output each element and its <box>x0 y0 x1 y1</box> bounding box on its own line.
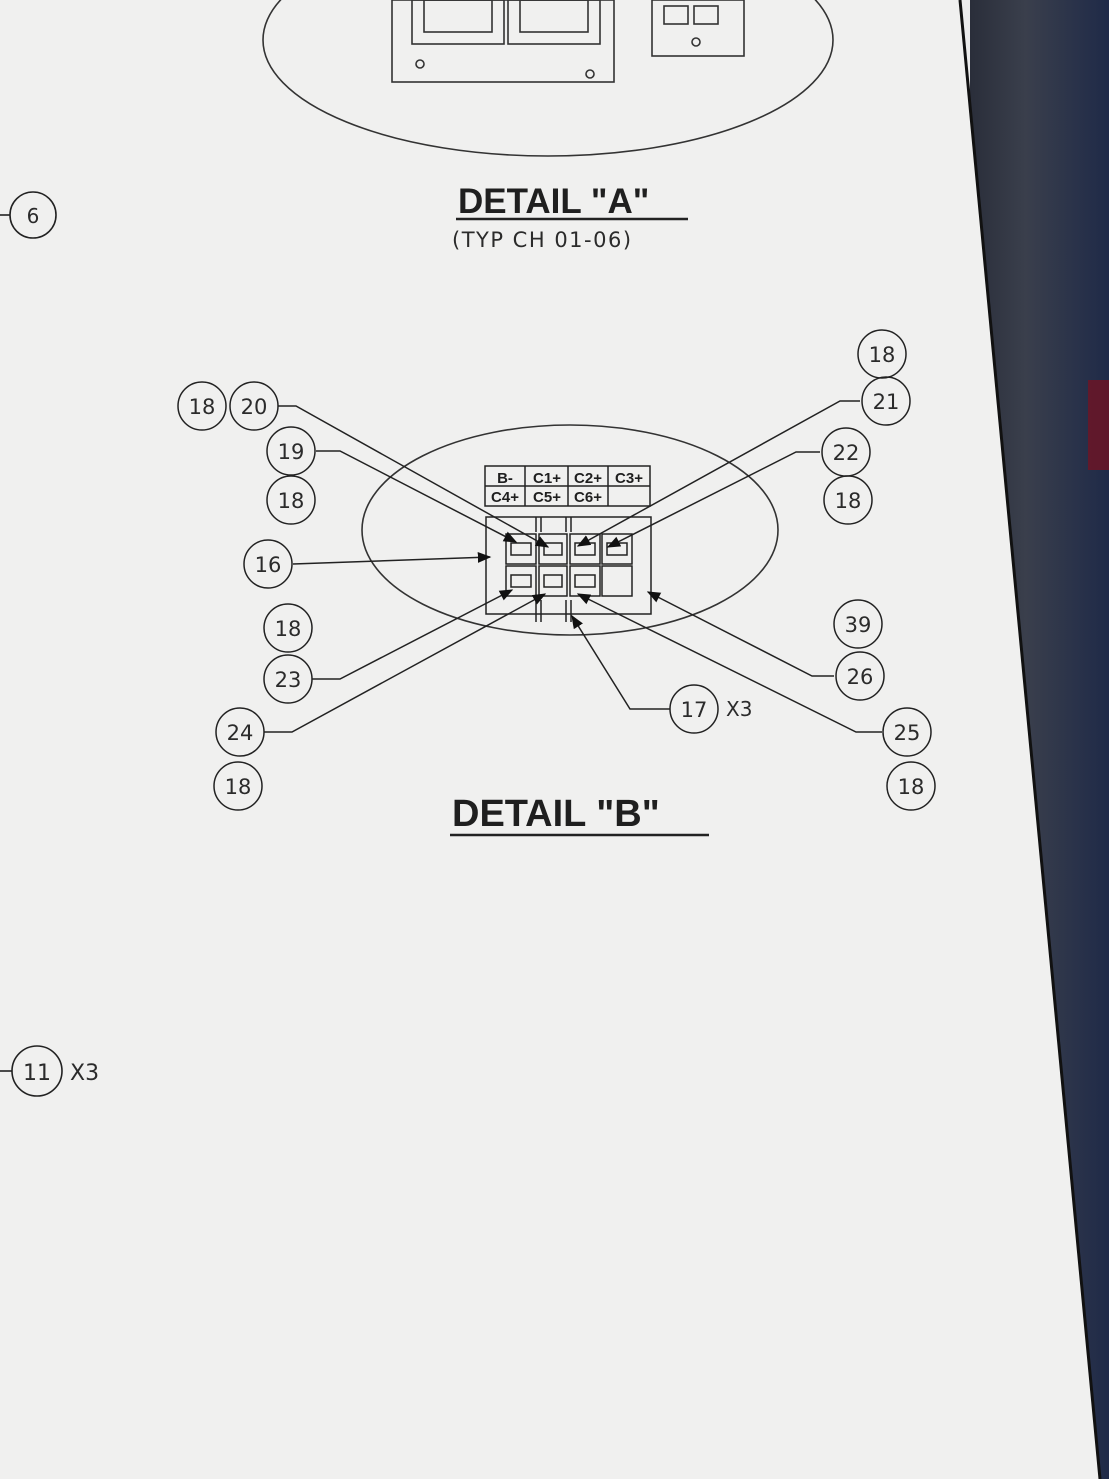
detail-b-balloon-labels: 18 20 19 18 16 18 23 24 18 18 21 22 18 3… <box>189 343 925 799</box>
detail-b-title: DETAIL "B" <box>452 793 660 835</box>
detail-a-block-right <box>651 0 745 57</box>
balloon-17-label: 17 <box>681 698 708 722</box>
balloon-16-label: 16 <box>255 553 282 577</box>
detail-a-socket-1 <box>411 0 505 45</box>
detail-a-hole-2 <box>585 69 595 79</box>
detail-a-small-socket-1 <box>663 5 689 25</box>
detail-b-label-grid <box>484 465 651 507</box>
detail-b: B- C1+ C2+ C3+ C4+ C5+ C6+ <box>177 329 936 837</box>
balloon-18-left-2-label: 18 <box>278 489 305 513</box>
balloon-16 <box>243 539 293 589</box>
pin-c5 <box>538 565 568 597</box>
balloon-25 <box>882 707 932 757</box>
edge-callout-6: 6 <box>0 191 57 239</box>
balloon-6-label: 6 <box>27 204 40 228</box>
balloon-20-label: 20 <box>241 395 268 419</box>
balloon-18-left-4-label: 18 <box>225 775 252 799</box>
balloon-24 <box>215 707 265 757</box>
balloon-23 <box>263 654 313 704</box>
pin-empty <box>601 565 633 597</box>
pin-c4 <box>505 565 537 597</box>
balloon-39-label: 39 <box>845 613 872 637</box>
detail-a-ellipse <box>262 0 834 157</box>
balloon-18-right-3-label: 18 <box>898 775 925 799</box>
detail-a-socket-2-inner <box>519 0 589 33</box>
leader-23 <box>312 589 514 680</box>
detail-a-hole-3 <box>691 37 701 47</box>
balloon-21 <box>861 376 911 426</box>
detail-b-ellipse <box>361 424 779 636</box>
balloon-18-left-3 <box>263 603 313 653</box>
leader-20 <box>278 405 550 548</box>
grid-cell-b-minus: B- <box>497 470 513 487</box>
balloon-20 <box>229 381 279 431</box>
detail-a-socket-2 <box>507 0 601 45</box>
leader-17 <box>571 614 670 710</box>
leader-16 <box>292 552 492 565</box>
leader-26 <box>646 591 834 677</box>
balloon-18-right-2-label: 18 <box>835 489 862 513</box>
balloon-11-qty: X3 <box>70 1061 99 1086</box>
balloon-25-label: 25 <box>894 721 921 745</box>
grid-cell-c1: C1+ <box>533 470 561 487</box>
background-accent <box>1088 380 1109 470</box>
balloon-18-top-left <box>177 381 227 431</box>
pin-b-minus <box>505 533 537 565</box>
balloon-24-label: 24 <box>227 721 254 745</box>
leader-25 <box>576 593 882 733</box>
detail-a <box>262 0 834 157</box>
balloon-11-label: 11 <box>23 1061 51 1086</box>
balloon-18-top-left-label: 18 <box>189 395 216 419</box>
balloon-19 <box>266 426 316 476</box>
connector-housing <box>485 516 652 615</box>
leader-19 <box>316 450 518 543</box>
leader-24 <box>264 593 547 733</box>
balloon-17 <box>669 684 719 734</box>
balloon-26-label: 26 <box>847 665 874 689</box>
pin-c2 <box>569 533 601 565</box>
leader-22 <box>606 451 820 548</box>
grid-cell-c4: C4+ <box>491 489 519 506</box>
grid-cell-c2: C2+ <box>574 470 602 487</box>
detail-a-socket-1-inner <box>423 0 493 33</box>
balloon-23-label: 23 <box>275 668 302 692</box>
balloon-11 <box>11 1045 63 1097</box>
balloon-39 <box>833 599 883 649</box>
sheet-border-line <box>958 0 1102 1479</box>
balloon-18-right-2 <box>823 475 873 525</box>
detail-a-small-socket-2 <box>693 5 719 25</box>
balloon-22-label: 22 <box>833 441 860 465</box>
grid-cell-c6: C6+ <box>574 489 602 506</box>
detail-b-connector <box>485 516 652 622</box>
detail-a-block-left <box>391 0 615 83</box>
balloon-26 <box>835 651 885 701</box>
detail-b-balloons <box>177 329 936 811</box>
detail-a-subtitle: (TYP CH 01-06) <box>452 228 633 252</box>
grid-cell-c5: C5+ <box>533 489 561 506</box>
detail-a-title: DETAIL "A" <box>458 182 649 221</box>
balloon-18-left-3-label: 18 <box>275 617 302 641</box>
detail-b-leaders <box>264 400 882 733</box>
balloon-21-label: 21 <box>873 390 900 414</box>
leader-21 <box>576 400 860 547</box>
balloon-18-left-2 <box>266 475 316 525</box>
balloon-17-qty: X3 <box>726 697 752 721</box>
pin-c3 <box>601 533 633 565</box>
balloon-6 <box>9 191 57 239</box>
edge-callout-11: 11 X3 <box>0 1045 99 1097</box>
balloon-18-right-3 <box>886 761 936 811</box>
pin-c1 <box>538 533 568 565</box>
balloon-19-label: 19 <box>278 440 305 464</box>
grid-cell-c3: C3+ <box>615 470 643 487</box>
balloon-18-left-4 <box>213 761 263 811</box>
detail-a-hole-1 <box>415 59 425 69</box>
balloon-18-top-right-label: 18 <box>869 343 896 367</box>
